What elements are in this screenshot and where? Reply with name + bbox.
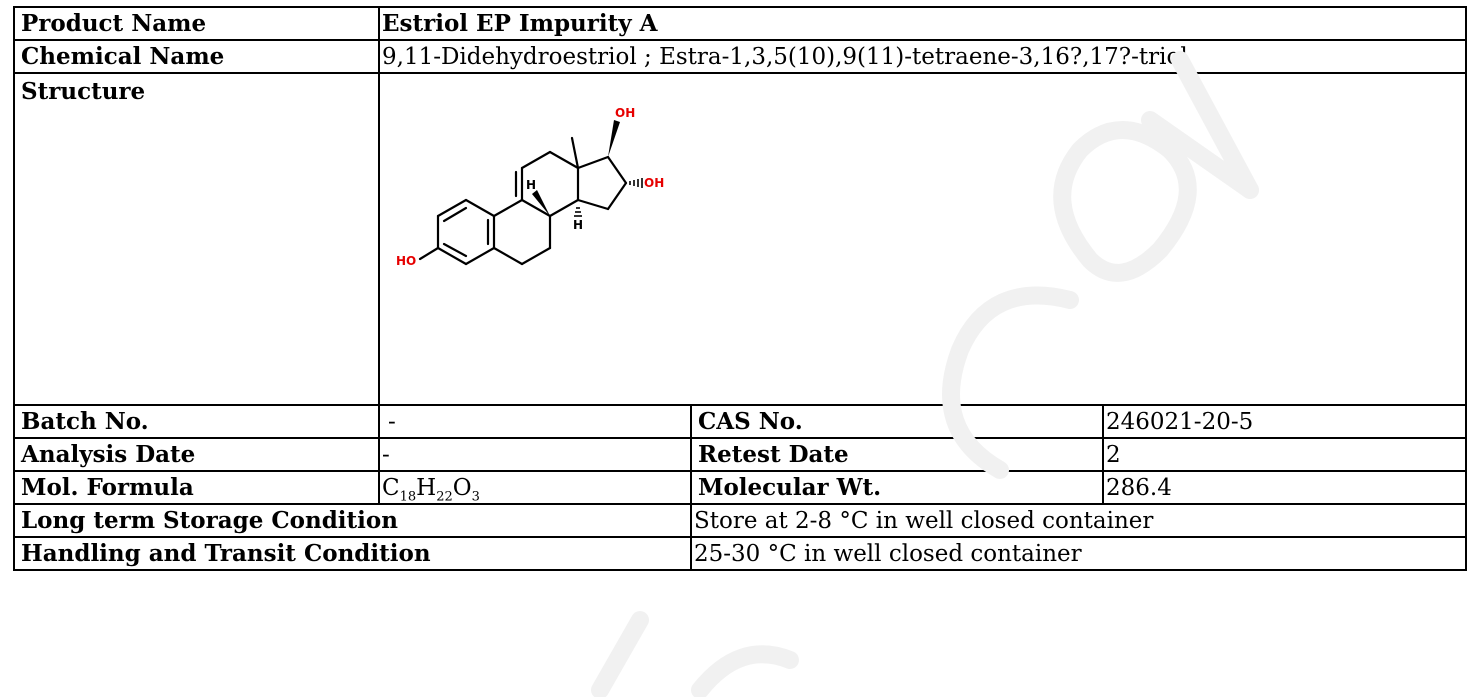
- handling-label: Handling and Transit Condition: [13, 536, 692, 571]
- chemical-name-label: Chemical Name: [13, 39, 380, 74]
- mol-formula-label: Mol. Formula: [13, 470, 380, 505]
- mol-formula-value: C18H22O3: [378, 470, 692, 505]
- formula-o: O: [452, 474, 472, 501]
- row-structure: Structure: [13, 72, 1467, 406]
- molecular-wt-value: 286.4: [1101, 470, 1467, 505]
- row-storage: Long term Storage Condition Store at 2-8…: [13, 503, 1467, 538]
- ho-left-label: HO: [396, 254, 416, 268]
- storage-value: Store at 2-8 °C in well closed container: [689, 503, 1467, 538]
- molecular-wt-label: Molecular Wt.: [690, 470, 1104, 505]
- batch-no-label: Batch No.: [13, 404, 380, 439]
- analysis-date-label: Analysis Date: [13, 437, 380, 472]
- oh-top-label: OH: [615, 106, 635, 120]
- structure-cell: OH OH HO H H: [377, 72, 1467, 406]
- formula-c-count: 18: [399, 489, 417, 504]
- batch-no-value: -: [378, 404, 692, 439]
- cas-no-value: 246021-20-5: [1101, 404, 1467, 439]
- storage-label: Long term Storage Condition: [13, 503, 692, 538]
- formula-h: H: [416, 474, 437, 501]
- coa-table: Product Name Estriol EP Impurity A Chemi…: [13, 6, 1467, 571]
- retest-date-label: Retest Date: [690, 437, 1104, 472]
- handling-value: 25-30 °C in well closed container: [689, 536, 1467, 571]
- chemical-name-value: 9,11-Didehydroestriol ; Estra-1,3,5(10),…: [377, 39, 1467, 74]
- formula-o-count: 3: [471, 489, 480, 504]
- row-formula-weight: Mol. Formula C18H22O3 Molecular Wt. 286.…: [13, 470, 1467, 505]
- retest-date-value: 2: [1101, 437, 1467, 472]
- h-right-label: H: [573, 218, 583, 232]
- row-chemical-name: Chemical Name 9,11-Didehydroestriol ; Es…: [13, 39, 1467, 74]
- oh-right-label: OH: [644, 176, 664, 190]
- structure-label: Structure: [13, 72, 380, 406]
- row-product-name: Product Name Estriol EP Impurity A: [13, 6, 1467, 41]
- h-left-label: H: [526, 178, 536, 192]
- formula-c: C: [382, 474, 400, 501]
- row-analysis-retest: Analysis Date - Retest Date 2: [13, 437, 1467, 472]
- product-name-value: Estriol EP Impurity A: [377, 6, 1467, 41]
- formula-h-count: 22: [436, 489, 453, 504]
- row-batch-cas: Batch No. - CAS No. 246021-20-5: [13, 404, 1467, 439]
- cas-no-label: CAS No.: [690, 404, 1104, 439]
- analysis-date-value: -: [378, 437, 692, 472]
- product-name-label: Product Name: [13, 6, 380, 41]
- structure-image: OH OH HO H H: [396, 106, 664, 268]
- row-handling: Handling and Transit Condition 25-30 °C …: [13, 536, 1467, 571]
